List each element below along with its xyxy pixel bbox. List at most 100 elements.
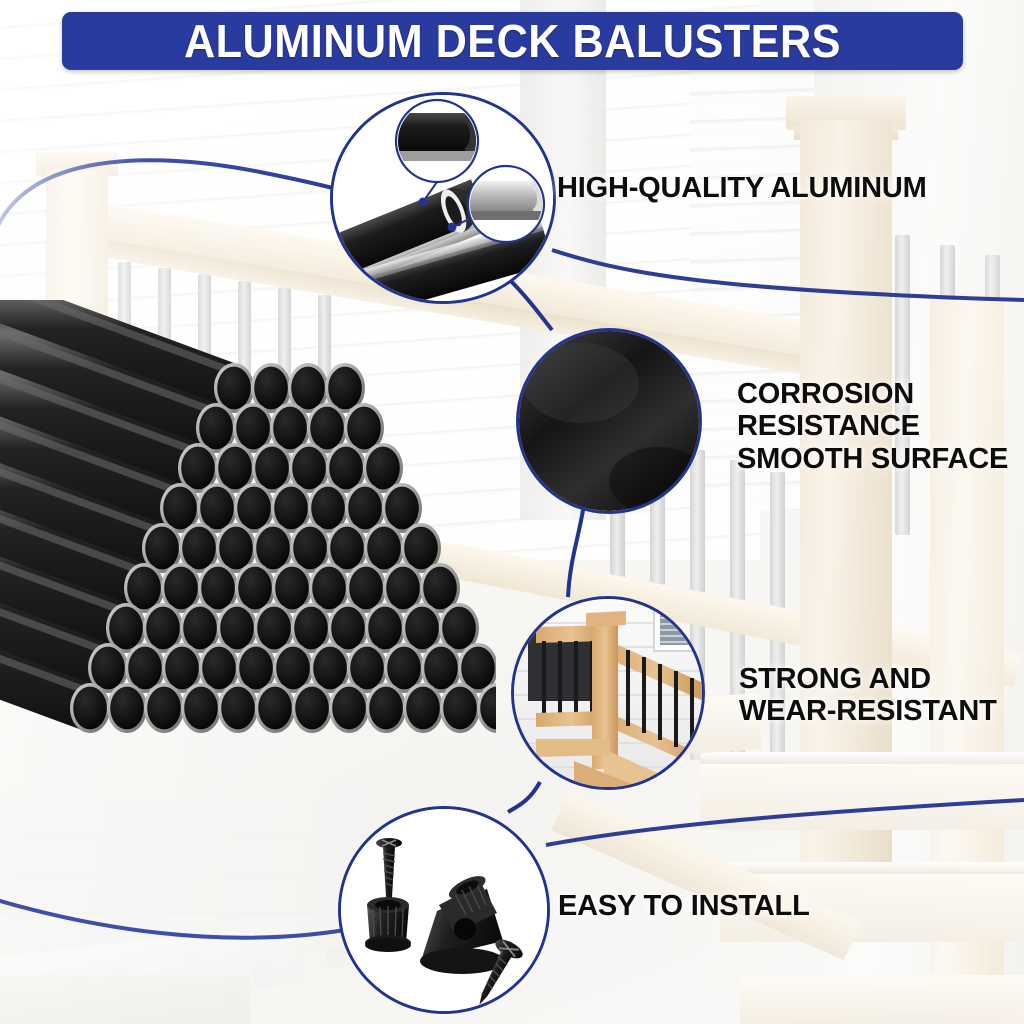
tube-end-bore — [274, 486, 308, 530]
tube-highlight — [0, 561, 126, 616]
connector-1-to-2 — [503, 273, 554, 332]
callout-2-art — [519, 331, 699, 511]
tube-end-bore — [218, 446, 252, 490]
tube-end-bore — [330, 526, 364, 570]
callout-3-art — [514, 599, 702, 787]
tube-end-bore — [110, 686, 144, 730]
product-bundle — [0, 300, 496, 733]
feature-label-corrosion-resistance: CORROSION RESISTANCE SMOOTH SURFACE — [737, 378, 1009, 475]
tube-highlight — [0, 608, 108, 656]
tube-end-bore — [219, 526, 253, 570]
tube-end-bore — [182, 526, 216, 570]
tube-end-bore — [275, 566, 309, 610]
tube-highlight — [0, 468, 162, 536]
tube-end-bore — [349, 566, 383, 610]
tube-end-bore — [199, 406, 233, 450]
tube-end-bore — [254, 366, 288, 410]
connector-bottom-left-sweep — [0, 898, 346, 940]
tube-end-bore — [258, 686, 292, 730]
tube-end-bore — [461, 646, 495, 690]
tube-end-bore — [348, 486, 382, 530]
tube-end-bore — [310, 406, 344, 450]
tube-end-bore — [202, 646, 236, 690]
connector-2-to-3 — [566, 509, 585, 598]
tube-highlight — [28, 300, 234, 376]
tube-end-bore — [147, 686, 181, 730]
tube-end-bore — [236, 406, 270, 450]
tube-end-bore — [145, 526, 179, 570]
tube-end-bore — [146, 606, 180, 650]
tube-end-bore — [405, 606, 439, 650]
tube-end-bore — [293, 526, 327, 570]
tube-end-bore — [217, 366, 251, 410]
tube-end-bore — [128, 646, 162, 690]
tube-highlight — [0, 328, 216, 416]
connector-1-right-tail — [551, 248, 1024, 302]
tube-end-bore — [238, 566, 272, 610]
tube-end-bore — [109, 606, 143, 650]
tube-end-bore — [442, 606, 476, 650]
tube-end-bore — [276, 646, 310, 690]
tube-end-bore — [292, 446, 326, 490]
tube-end-bore — [221, 686, 255, 730]
tube-end-bore — [368, 606, 402, 650]
page-title: ALUMINUM DECK BALUSTERS — [183, 15, 841, 67]
callout-easy-to-install — [338, 806, 550, 1014]
feature-label-strong-wear-resistant: STRONG AND WEAR-RESISTANT — [739, 663, 997, 728]
tube-highlight — [0, 514, 144, 576]
tube-end-bore — [424, 646, 458, 690]
tube-shaft — [0, 300, 234, 413]
tube-end-bore — [329, 446, 363, 490]
tube-end-bore — [423, 566, 457, 610]
tube-end-bore — [347, 406, 381, 450]
tube-end-bore — [181, 446, 215, 490]
tube-end-bore — [257, 606, 291, 650]
tube-end-bore — [311, 486, 345, 530]
tube-end-bore — [331, 606, 365, 650]
connector-left-sweep — [0, 158, 341, 227]
feature-label-easy-to-install: EASY TO INSTALL — [558, 890, 810, 922]
tube-end-bore — [386, 566, 420, 610]
tube-end-bore — [480, 686, 496, 730]
tube-end-bore — [127, 566, 161, 610]
tube-end-bore — [350, 646, 384, 690]
tube-end-bore — [328, 366, 362, 410]
tube-end-bore — [91, 646, 125, 690]
callout-4-art — [341, 809, 547, 1011]
tube-end-bore — [443, 686, 477, 730]
tube-end-bore — [73, 686, 107, 730]
callout-1-art — [333, 95, 553, 301]
callout-strong-wear-resistant — [511, 596, 705, 790]
tube-end-bore — [165, 646, 199, 690]
tube-end-bore — [184, 686, 218, 730]
tube-end-bore — [183, 606, 217, 650]
tube-end-bore — [255, 446, 289, 490]
tube-highlight — [0, 374, 198, 456]
tube-end-bore — [406, 686, 440, 730]
tube-end-bore — [369, 686, 403, 730]
tube-end-bore — [200, 486, 234, 530]
tube-end-bore — [367, 526, 401, 570]
feature-label-high-quality-aluminum: HIGH-QUALITY ALUMINUM — [557, 172, 927, 204]
tube-end-bore — [220, 606, 254, 650]
connector-4-right-tail — [545, 798, 1024, 847]
tube-end-bore — [164, 566, 198, 610]
tube-end-bore — [294, 606, 328, 650]
tube-end-bore — [404, 526, 438, 570]
connector-3-to-4 — [506, 781, 542, 814]
tube-end-bore — [256, 526, 290, 570]
tube-end-bore — [313, 646, 347, 690]
tube-end-bore — [295, 686, 329, 730]
tube-end-bore — [366, 446, 400, 490]
tube-end-bore — [163, 486, 197, 530]
tube-end-bore — [201, 566, 235, 610]
tube-end-bore — [387, 646, 421, 690]
tube-end-bore — [385, 486, 419, 530]
tube-end-bore — [237, 486, 271, 530]
callout-corrosion-resistance — [516, 328, 702, 514]
callout-high-quality-aluminum — [330, 92, 556, 304]
title-banner: ALUMINUM DECK BALUSTERS — [62, 12, 963, 70]
tube-end-bore — [312, 566, 346, 610]
tube-end-bore — [273, 406, 307, 450]
